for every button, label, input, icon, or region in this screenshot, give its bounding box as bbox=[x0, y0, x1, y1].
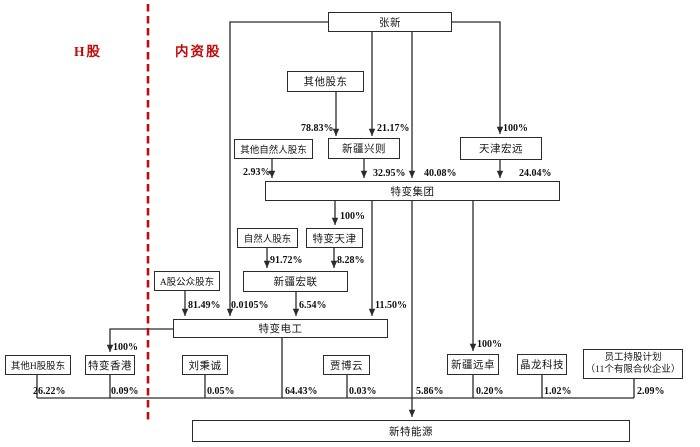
domestic-share-section-label: 内资股 bbox=[175, 44, 222, 59]
h-share-section-label: H股 bbox=[74, 44, 103, 59]
esop-subtitle: （11个有限合伙企业） bbox=[585, 365, 681, 375]
pct-other-shareholders-to-xingze: 78.83% bbox=[301, 123, 334, 134]
pct-jinglong-to-xinte: 1.02% bbox=[544, 386, 572, 397]
node-other-shareholders: 其他股东 bbox=[287, 71, 364, 92]
esop-title: 员工持股计划 bbox=[604, 353, 662, 363]
pct-zhangxin-to-hongyuan: 100% bbox=[503, 123, 528, 134]
pct-a-public-to-tbea: 81.49% bbox=[188, 300, 221, 311]
node-tianjin-hongyuan: 天津宏远 bbox=[460, 137, 542, 160]
node-tbea: 特变电工 bbox=[173, 319, 388, 338]
node-other-h-share: 其他H股股东 bbox=[5, 355, 71, 375]
pct-group-to-yuanzhuo: 100% bbox=[477, 339, 502, 350]
node-a-share-public: A股公众股东 bbox=[154, 271, 220, 291]
pct-group-to-xinte: 5.86% bbox=[416, 386, 444, 397]
pct-hongkong-to-xinte: 0.09% bbox=[111, 386, 139, 397]
pct-liu-to-xinte: 0.05% bbox=[207, 386, 235, 397]
node-zhangxin: 张新 bbox=[328, 12, 452, 32]
pct-honglian-to-tbea: 6.54% bbox=[299, 300, 327, 311]
node-xinjiang-yuanzhuo: 新疆远卓 bbox=[447, 354, 499, 375]
node-tebian-tianjin: 特变天津 bbox=[306, 228, 363, 248]
pct-tianjin-to-honglian: 8.28% bbox=[337, 255, 365, 266]
node-tebian-group: 特变集团 bbox=[265, 181, 560, 201]
edge-zhangxin-to-tbea-line bbox=[226, 21, 328, 317]
node-jinglong-keji: 晶龙科技 bbox=[517, 354, 567, 375]
pct-zhangxin-to-xingze: 21.17% bbox=[377, 123, 410, 134]
edge-zhangxin-to-hongyuan-line bbox=[452, 21, 504, 135]
edge-tbea-to-hongkong-line bbox=[106, 328, 173, 353]
pct-group-to-tbea: 11.50% bbox=[375, 300, 407, 311]
pct-tbea-to-xinte: 64.43% bbox=[285, 386, 318, 397]
node-natural-persons: 自然人股东 bbox=[237, 228, 298, 248]
pct-zhangxin-to-group: 40.08% bbox=[424, 168, 457, 179]
node-tebian-hongkong: 特变香港 bbox=[85, 355, 135, 375]
node-esop: 员工持股计划 （11个有限合伙企业） bbox=[583, 349, 683, 379]
node-xinte-energy: 新特能源 bbox=[192, 420, 630, 442]
node-xinjiang-honglian: 新疆宏联 bbox=[243, 271, 348, 292]
pct-hongyuan-to-group: 24.04% bbox=[519, 168, 552, 179]
node-other-natural-persons: 其他自然人股东 bbox=[234, 139, 313, 159]
pct-tbea-to-hongkong: 100% bbox=[113, 342, 138, 353]
pct-other-h-to-xinte: 26.22% bbox=[33, 386, 66, 397]
node-jia-boyun: 贾博云 bbox=[323, 355, 370, 375]
pct-yuanzhuo-to-xinte: 0.20% bbox=[476, 386, 504, 397]
node-liu-bingcheng: 刘秉诚 bbox=[182, 355, 228, 375]
pct-natural-to-honglian: 91.72% bbox=[270, 255, 303, 266]
pct-other-natural-to-group: 2.93% bbox=[243, 167, 271, 178]
pct-xingze-to-group: 32.95% bbox=[373, 168, 406, 179]
pct-jia-to-xinte: 0.03% bbox=[349, 386, 377, 397]
pct-group-to-tianjin: 100% bbox=[340, 211, 365, 222]
pct-esop-to-xinte: 2.09% bbox=[637, 386, 665, 397]
node-xinjiang-xingze: 新疆兴则 bbox=[328, 138, 400, 159]
pct-zhangxin-to-tbea: 0.0105% bbox=[231, 300, 269, 311]
